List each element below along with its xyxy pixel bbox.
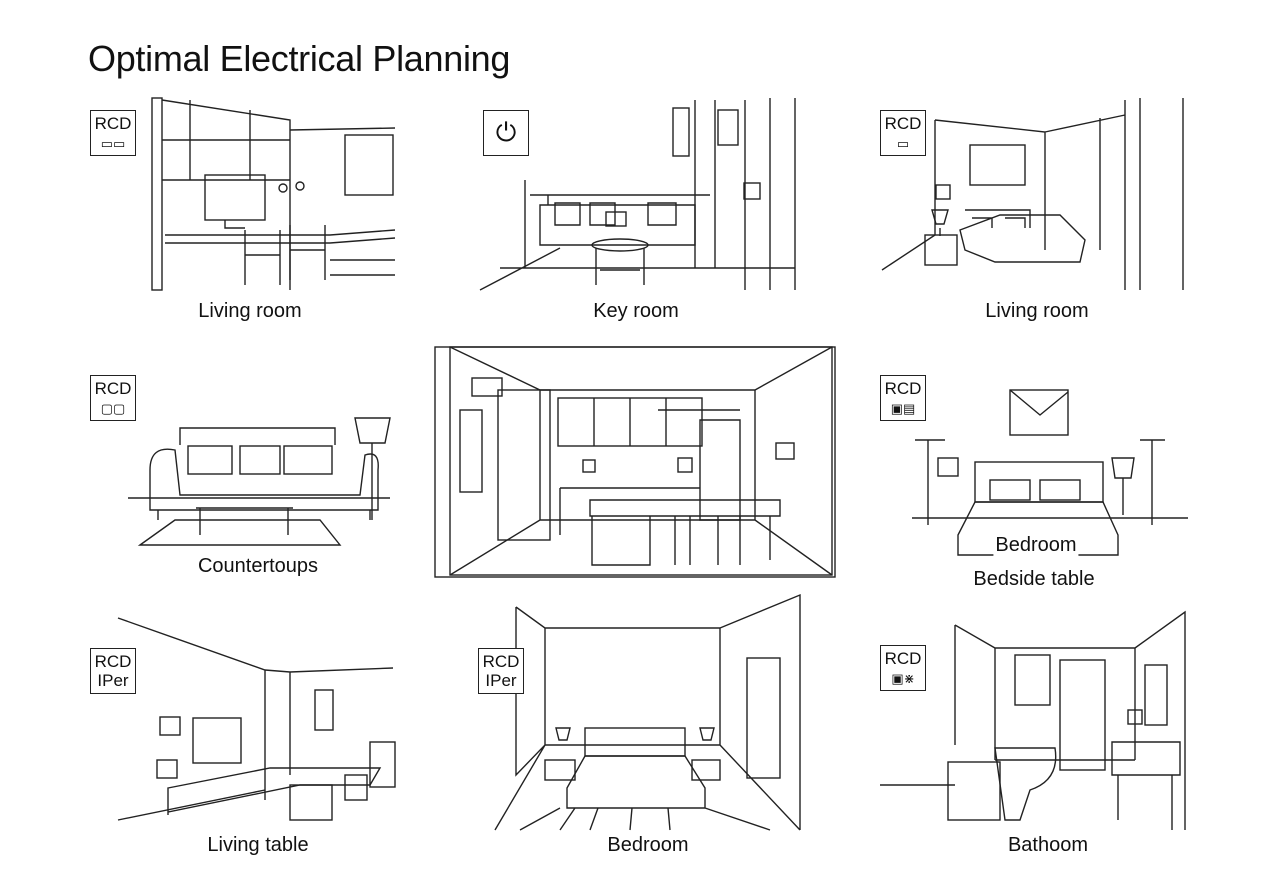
rcd-badge: RCD ▣⋇ <box>880 645 926 691</box>
sofa-drawing <box>128 417 391 546</box>
living-room-drawing <box>151 97 396 291</box>
breaker-icon: ▭ <box>896 136 910 151</box>
panel-label: Living room <box>985 300 1089 322</box>
bedroom-drawing-bottom <box>494 593 801 831</box>
panel-label: Living room <box>198 300 302 322</box>
kitchen-drawing <box>434 346 836 578</box>
panel-label: Countertoups <box>197 555 319 577</box>
badge-text: RCD <box>94 114 132 133</box>
rcd-badge: RCD ▢▢ <box>90 375 136 421</box>
rcd-badge: RCD ▣▤ <box>880 375 926 421</box>
breaker-icon: ▭▭ <box>100 136 126 151</box>
key-room-drawing <box>479 98 796 291</box>
badge-text: RCD <box>94 652 132 671</box>
rcd-badge: RCD ▭ <box>880 110 926 156</box>
bathroom-drawing <box>880 610 1186 830</box>
rcd-badge: RCD ▭▭ <box>90 110 136 156</box>
panel-label: Bathoom <box>1007 834 1089 856</box>
breaker-icon: ▢▢ <box>100 401 126 416</box>
breaker-icon: ▣⋇ <box>891 671 915 686</box>
badge-text: IPer <box>485 671 517 690</box>
badge-text: IPer <box>97 671 129 690</box>
panel-sublabel: Bedside table <box>973 568 1095 590</box>
badge-text: RCD <box>482 652 520 671</box>
badge-text: RCD <box>884 114 922 133</box>
breaker-icon: ▣▤ <box>890 401 916 416</box>
panel-label: Living table <box>207 834 309 856</box>
page-title: Optimal Electrical Planning <box>88 38 511 79</box>
panel-label: Bedroom <box>993 534 1079 557</box>
badge-text: RCD <box>94 379 132 398</box>
panel-label: Bedroom <box>607 834 689 856</box>
living-table-drawing <box>117 617 396 821</box>
badge-text: RCD <box>884 649 922 668</box>
badge-text: RCD <box>884 379 922 398</box>
bedroom-drawing-top <box>881 98 1184 290</box>
socket-icon: ⏻ <box>483 110 529 156</box>
panel-label: Key room <box>593 300 679 322</box>
bedroom-drawing-middle <box>912 389 1188 556</box>
